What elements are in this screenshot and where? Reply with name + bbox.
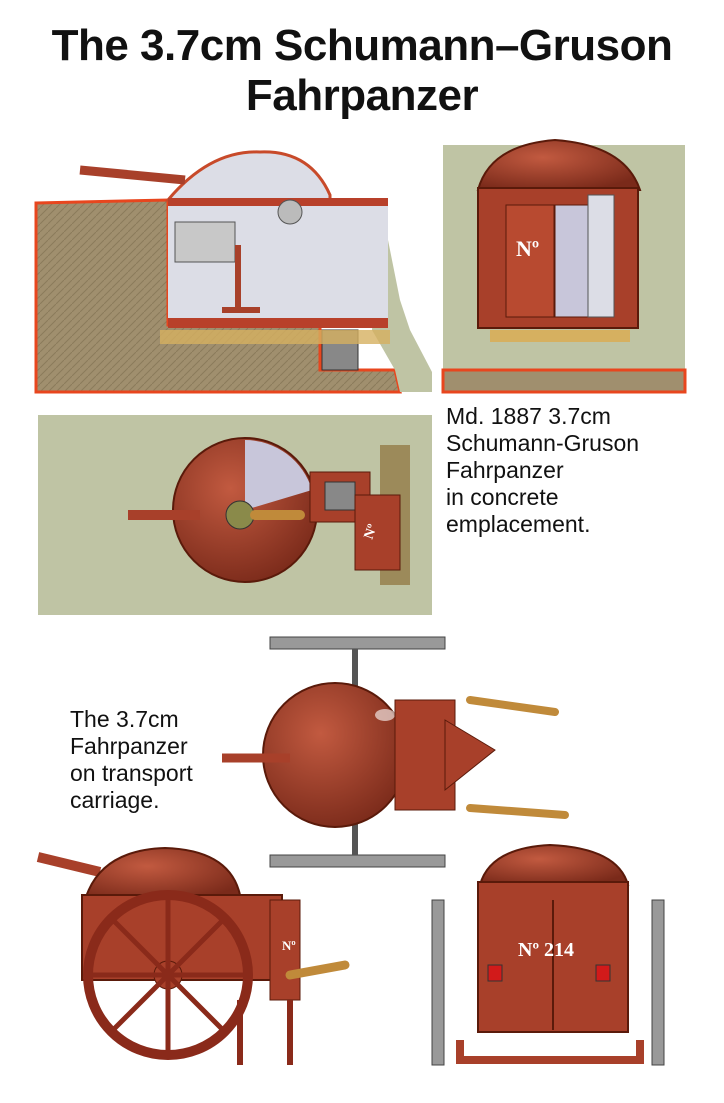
front-emplacement-view [441, 138, 687, 394]
caption-emplacement-line: Schumann-Gruson [446, 430, 640, 456]
top-number-plate: Nº [362, 522, 381, 541]
carriage-top-view [222, 636, 569, 868]
caption-carriage-line: Fahrpanzer [70, 733, 188, 759]
caption-emplacement-line: in concrete [446, 484, 559, 510]
caption-carriage: The 3.7cm Fahrpanzer on transport carria… [70, 706, 193, 814]
caption-emplacement-line: Fahrpanzer [446, 457, 564, 483]
caption-emplacement: Md. 1887 3.7cm Schumann-Gruson Fahrpanze… [446, 403, 639, 538]
caption-emplacement-line: Md. 1887 3.7cm [446, 403, 611, 429]
top-emplacement-view [38, 415, 432, 615]
title-line-2: Fahrpanzer [245, 71, 479, 120]
cutaway-emplacement-view [34, 150, 432, 394]
caption-carriage-line: carriage. [70, 787, 160, 813]
caption-carriage-line: on transport [70, 760, 193, 786]
title-line-1: The 3.7cm Schumann–Gruson [51, 21, 673, 70]
front-number-plate: Nº [516, 236, 539, 261]
rear-number-plate: Nº 214 [518, 939, 574, 961]
carriage-rear-view [431, 843, 665, 1066]
caption-carriage-line: The 3.7cm [70, 706, 179, 732]
side-number-plate: Nº [282, 938, 296, 953]
carriage-side-view [36, 846, 350, 1065]
caption-emplacement-line: emplacement. [446, 511, 591, 537]
